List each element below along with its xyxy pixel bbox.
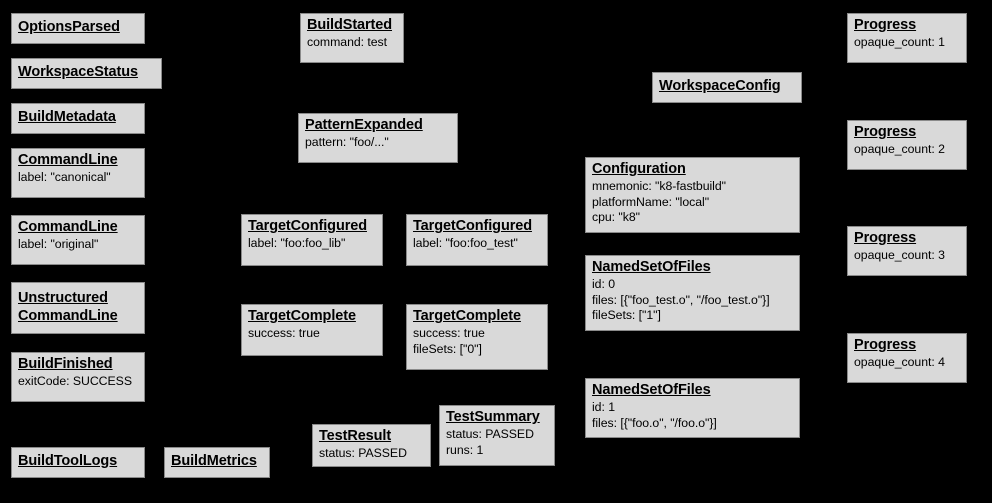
node-field: mnemonic: "k8-fastbuild" bbox=[592, 178, 726, 193]
node-title: Progress bbox=[854, 17, 917, 33]
node-title: BuildToolLogs bbox=[18, 453, 118, 470]
node-title: BuildMetadata bbox=[18, 109, 116, 126]
node-title: Progress bbox=[854, 337, 917, 353]
node-field: status: PASSED bbox=[446, 426, 534, 441]
node-field: files: [{"foo.o", "/foo.o"}] bbox=[592, 415, 717, 430]
node-title: NamedSetOfFiles bbox=[592, 382, 711, 398]
node-field: opaque_count: 4 bbox=[854, 354, 945, 369]
node-field: id: 1 bbox=[592, 399, 615, 414]
node-field: exitCode: SUCCESS bbox=[18, 373, 132, 388]
node-workspace-status[interactable]: WorkspaceStatus bbox=[11, 58, 162, 89]
node-title: Unstructured CommandLine bbox=[18, 289, 118, 324]
node-build-metadata[interactable]: BuildMetadata bbox=[11, 103, 145, 134]
node-field: label: "foo:foo_lib" bbox=[248, 235, 346, 250]
node-title: NamedSetOfFiles bbox=[592, 259, 711, 275]
node-title: CommandLine bbox=[18, 152, 118, 168]
node-field: status: PASSED bbox=[319, 445, 407, 460]
node-options-parsed[interactable]: OptionsParsed bbox=[11, 13, 145, 44]
node-field: success: true bbox=[248, 325, 320, 340]
node-title: WorkspaceConfig bbox=[659, 78, 781, 95]
node-title: TestSummary bbox=[446, 409, 540, 425]
node-title: TargetComplete bbox=[248, 308, 356, 324]
node-field: platformName: "local" bbox=[592, 194, 710, 209]
node-title: Progress bbox=[854, 124, 917, 140]
node-field: opaque_count: 2 bbox=[854, 141, 945, 156]
node-field: runs: 1 bbox=[446, 442, 484, 457]
node-title: TargetComplete bbox=[413, 308, 521, 324]
node-field: id: 0 bbox=[592, 276, 615, 291]
node-field: cpu: "k8" bbox=[592, 210, 640, 225]
node-title: WorkspaceStatus bbox=[18, 64, 138, 81]
node-title: Configuration bbox=[592, 161, 686, 177]
node-field: success: true bbox=[413, 325, 485, 340]
node-title: BuildMetrics bbox=[171, 453, 257, 470]
node-title: Progress bbox=[854, 230, 917, 246]
node-title: TestResult bbox=[319, 428, 392, 444]
node-title: PatternExpanded bbox=[305, 117, 423, 133]
node-field: pattern: "foo/..." bbox=[305, 134, 389, 149]
node-field: command: test bbox=[307, 34, 387, 49]
node-title: TargetConfigured bbox=[413, 218, 532, 234]
node-title: OptionsParsed bbox=[18, 19, 120, 36]
node-title: BuildFinished bbox=[18, 356, 113, 372]
node-title: CommandLine bbox=[18, 219, 118, 235]
node-build-tool-logs[interactable]: BuildToolLogs bbox=[11, 447, 145, 478]
node-title: BuildStarted bbox=[307, 17, 393, 33]
node-field: opaque_count: 1 bbox=[854, 34, 945, 49]
node-field: files: [{"foo_test.o", "/foo_test.o"}] bbox=[592, 292, 770, 307]
node-field: label: "canonical" bbox=[18, 169, 111, 184]
node-build-metrics[interactable]: BuildMetrics bbox=[164, 447, 270, 478]
node-field: label: "original" bbox=[18, 236, 99, 251]
node-field: fileSets: ["0"] bbox=[413, 341, 482, 356]
node-title: TargetConfigured bbox=[248, 218, 367, 234]
node-workspace-config[interactable]: WorkspaceConfig bbox=[652, 72, 802, 103]
node-field: opaque_count: 3 bbox=[854, 247, 945, 262]
node-unstructured-command-line[interactable]: Unstructured CommandLine bbox=[11, 282, 145, 334]
node-field: label: "foo:foo_test" bbox=[413, 235, 518, 250]
node-field: fileSets: ["1"] bbox=[592, 308, 661, 323]
